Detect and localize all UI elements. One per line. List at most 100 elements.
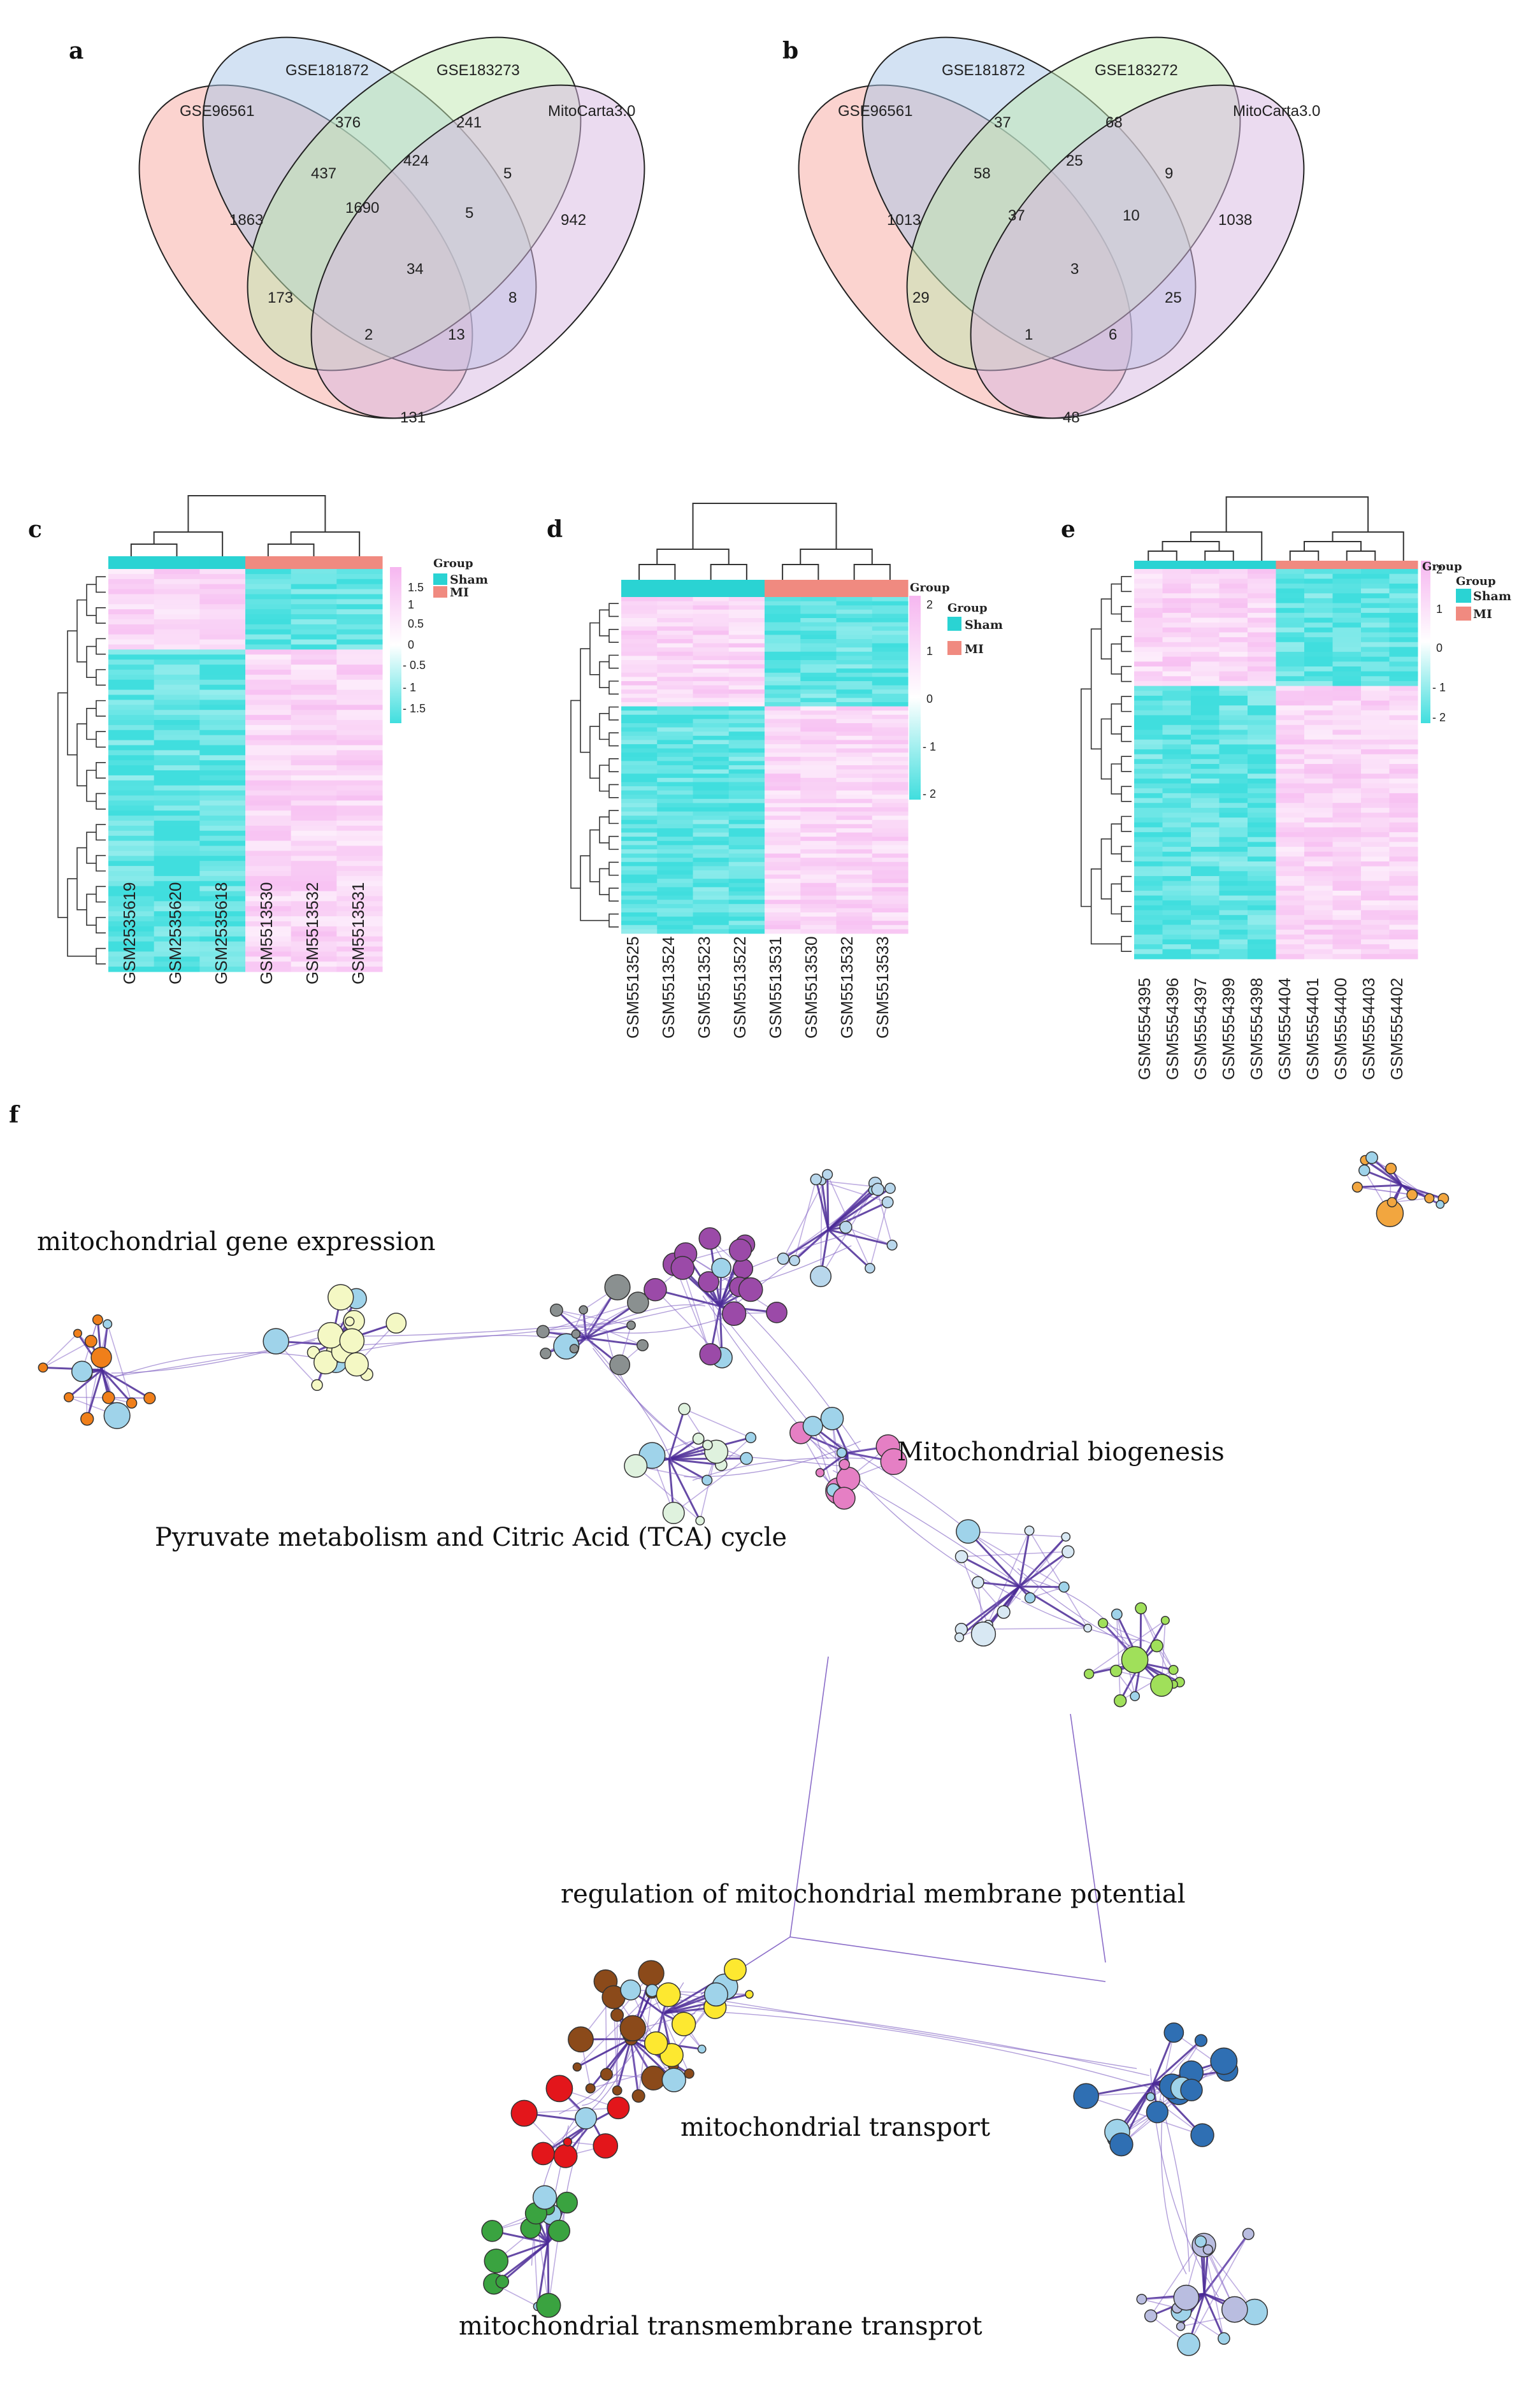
heatmap-cell — [1276, 910, 1305, 916]
heatmap-cell — [1332, 579, 1362, 584]
heatmap-cell — [1332, 774, 1362, 779]
heatmap-cell — [621, 925, 658, 930]
heatmap-cell — [657, 895, 693, 900]
heatmap-cell — [154, 901, 200, 907]
heatmap-cell — [872, 774, 909, 779]
heatmap-cell — [1389, 837, 1418, 842]
heatmap-cell — [336, 861, 383, 867]
heatmap-cell — [245, 730, 292, 736]
network-node — [1195, 2235, 1207, 2248]
heatmap-cell — [1134, 627, 1163, 633]
heatmap-cell — [199, 830, 246, 837]
heatmap-cell — [836, 870, 873, 875]
heatmap-cell — [1389, 930, 1418, 935]
network-node — [609, 1354, 631, 1376]
heatmap-cell — [872, 668, 909, 673]
heatmap-cell — [245, 695, 292, 700]
heatmap-cell — [1191, 666, 1220, 672]
heatmap-cell — [1219, 856, 1248, 862]
heatmap-cell — [693, 849, 730, 854]
network-node — [571, 1329, 581, 1339]
heatmap-cell — [199, 946, 246, 952]
heatmap-cell — [199, 715, 246, 721]
network-node — [822, 1169, 833, 1180]
heatmap-cell — [765, 605, 801, 610]
heatmap-cell — [872, 858, 909, 863]
heatmap-cell — [800, 819, 837, 824]
label-mito-transport: mitochondrial transport — [680, 2113, 990, 2142]
heatmap-cell — [1276, 939, 1305, 945]
heatmap-cell — [1389, 603, 1418, 608]
heatmap-cell — [199, 573, 246, 580]
heatmap-cell — [621, 777, 658, 782]
heatmap-cell — [800, 685, 837, 690]
heatmap-cell — [1389, 890, 1418, 896]
heatmap-cell — [1219, 861, 1248, 867]
heatmap-cell — [291, 851, 337, 856]
heatmap-cell — [1276, 827, 1305, 833]
heatmap-cell — [199, 861, 246, 867]
heatmap-cell — [1162, 661, 1191, 667]
heatmap-cell — [245, 835, 292, 842]
network-edge — [1019, 1551, 1069, 1588]
venn-count: 34 — [407, 261, 424, 278]
heatmap-cell — [336, 624, 383, 630]
heatmap-cell — [108, 780, 155, 786]
heatmap-cell — [1276, 700, 1305, 706]
heatmap-cell — [800, 622, 837, 627]
heatmap-cell — [1332, 925, 1362, 930]
heatmap-cell — [765, 837, 801, 842]
heatmap-cell — [108, 946, 155, 952]
heatmap-cell — [728, 786, 765, 791]
heatmap-cell — [872, 672, 909, 677]
heatmap-cell — [1248, 642, 1276, 647]
heatmap-cell — [1304, 661, 1333, 667]
heatmap-cell — [1332, 890, 1362, 896]
heatmap-cell — [199, 956, 246, 962]
heatmap-cell — [728, 614, 765, 619]
heatmap-cell — [291, 695, 337, 700]
heatmap-cell — [1191, 724, 1220, 730]
heatmap-cell — [1276, 666, 1305, 672]
network-node — [1061, 1545, 1075, 1558]
heatmap-cell — [1134, 710, 1163, 716]
heatmap-cell — [765, 861, 801, 867]
heatmap-dendrogram — [570, 503, 891, 928]
heatmap-cell — [836, 828, 873, 833]
heatmap-cell — [621, 895, 658, 900]
heatmap-cell — [154, 785, 200, 791]
network-edge — [651, 1991, 690, 2074]
heatmap-cell — [836, 887, 873, 892]
dendrogram-branch — [96, 793, 106, 810]
heatmap-cell — [1191, 676, 1220, 682]
heatmap-cell — [336, 856, 383, 861]
heatmap-cell — [1162, 598, 1191, 604]
heatmap-cell — [245, 946, 292, 952]
dendrogram-branch — [1162, 541, 1220, 551]
heatmap-cell — [1162, 612, 1191, 618]
heatmap-cell — [1219, 939, 1248, 945]
heatmap-cell — [1389, 764, 1418, 770]
heatmap-cell — [1219, 803, 1248, 809]
network-edge — [589, 2038, 632, 2089]
heatmap-cell — [108, 624, 155, 630]
heatmap-cell — [621, 672, 658, 677]
heatmap-cell — [1162, 593, 1191, 599]
label-mito-biogenesis: Mitochondrial biogenesis — [897, 1437, 1225, 1467]
heatmap-cell — [765, 866, 801, 871]
heatmap-cell — [1219, 642, 1248, 647]
heatmap-cell — [1332, 783, 1362, 789]
heatmap-cell — [336, 629, 383, 635]
heatmap-cell — [1219, 627, 1248, 633]
heatmap-cell — [1276, 837, 1305, 842]
network-node — [721, 1301, 747, 1327]
heatmap-cell — [1332, 676, 1362, 682]
dendrogram-branch — [1121, 666, 1132, 682]
heatmap-cell — [1332, 788, 1362, 794]
heatmap-cell — [1191, 588, 1220, 594]
venn-count: 25 — [1165, 289, 1182, 306]
heatmap-cell — [836, 706, 873, 711]
group-bar-cell — [1304, 561, 1333, 569]
heatmap-cell — [693, 769, 730, 774]
dendrogram-branch — [96, 917, 106, 934]
